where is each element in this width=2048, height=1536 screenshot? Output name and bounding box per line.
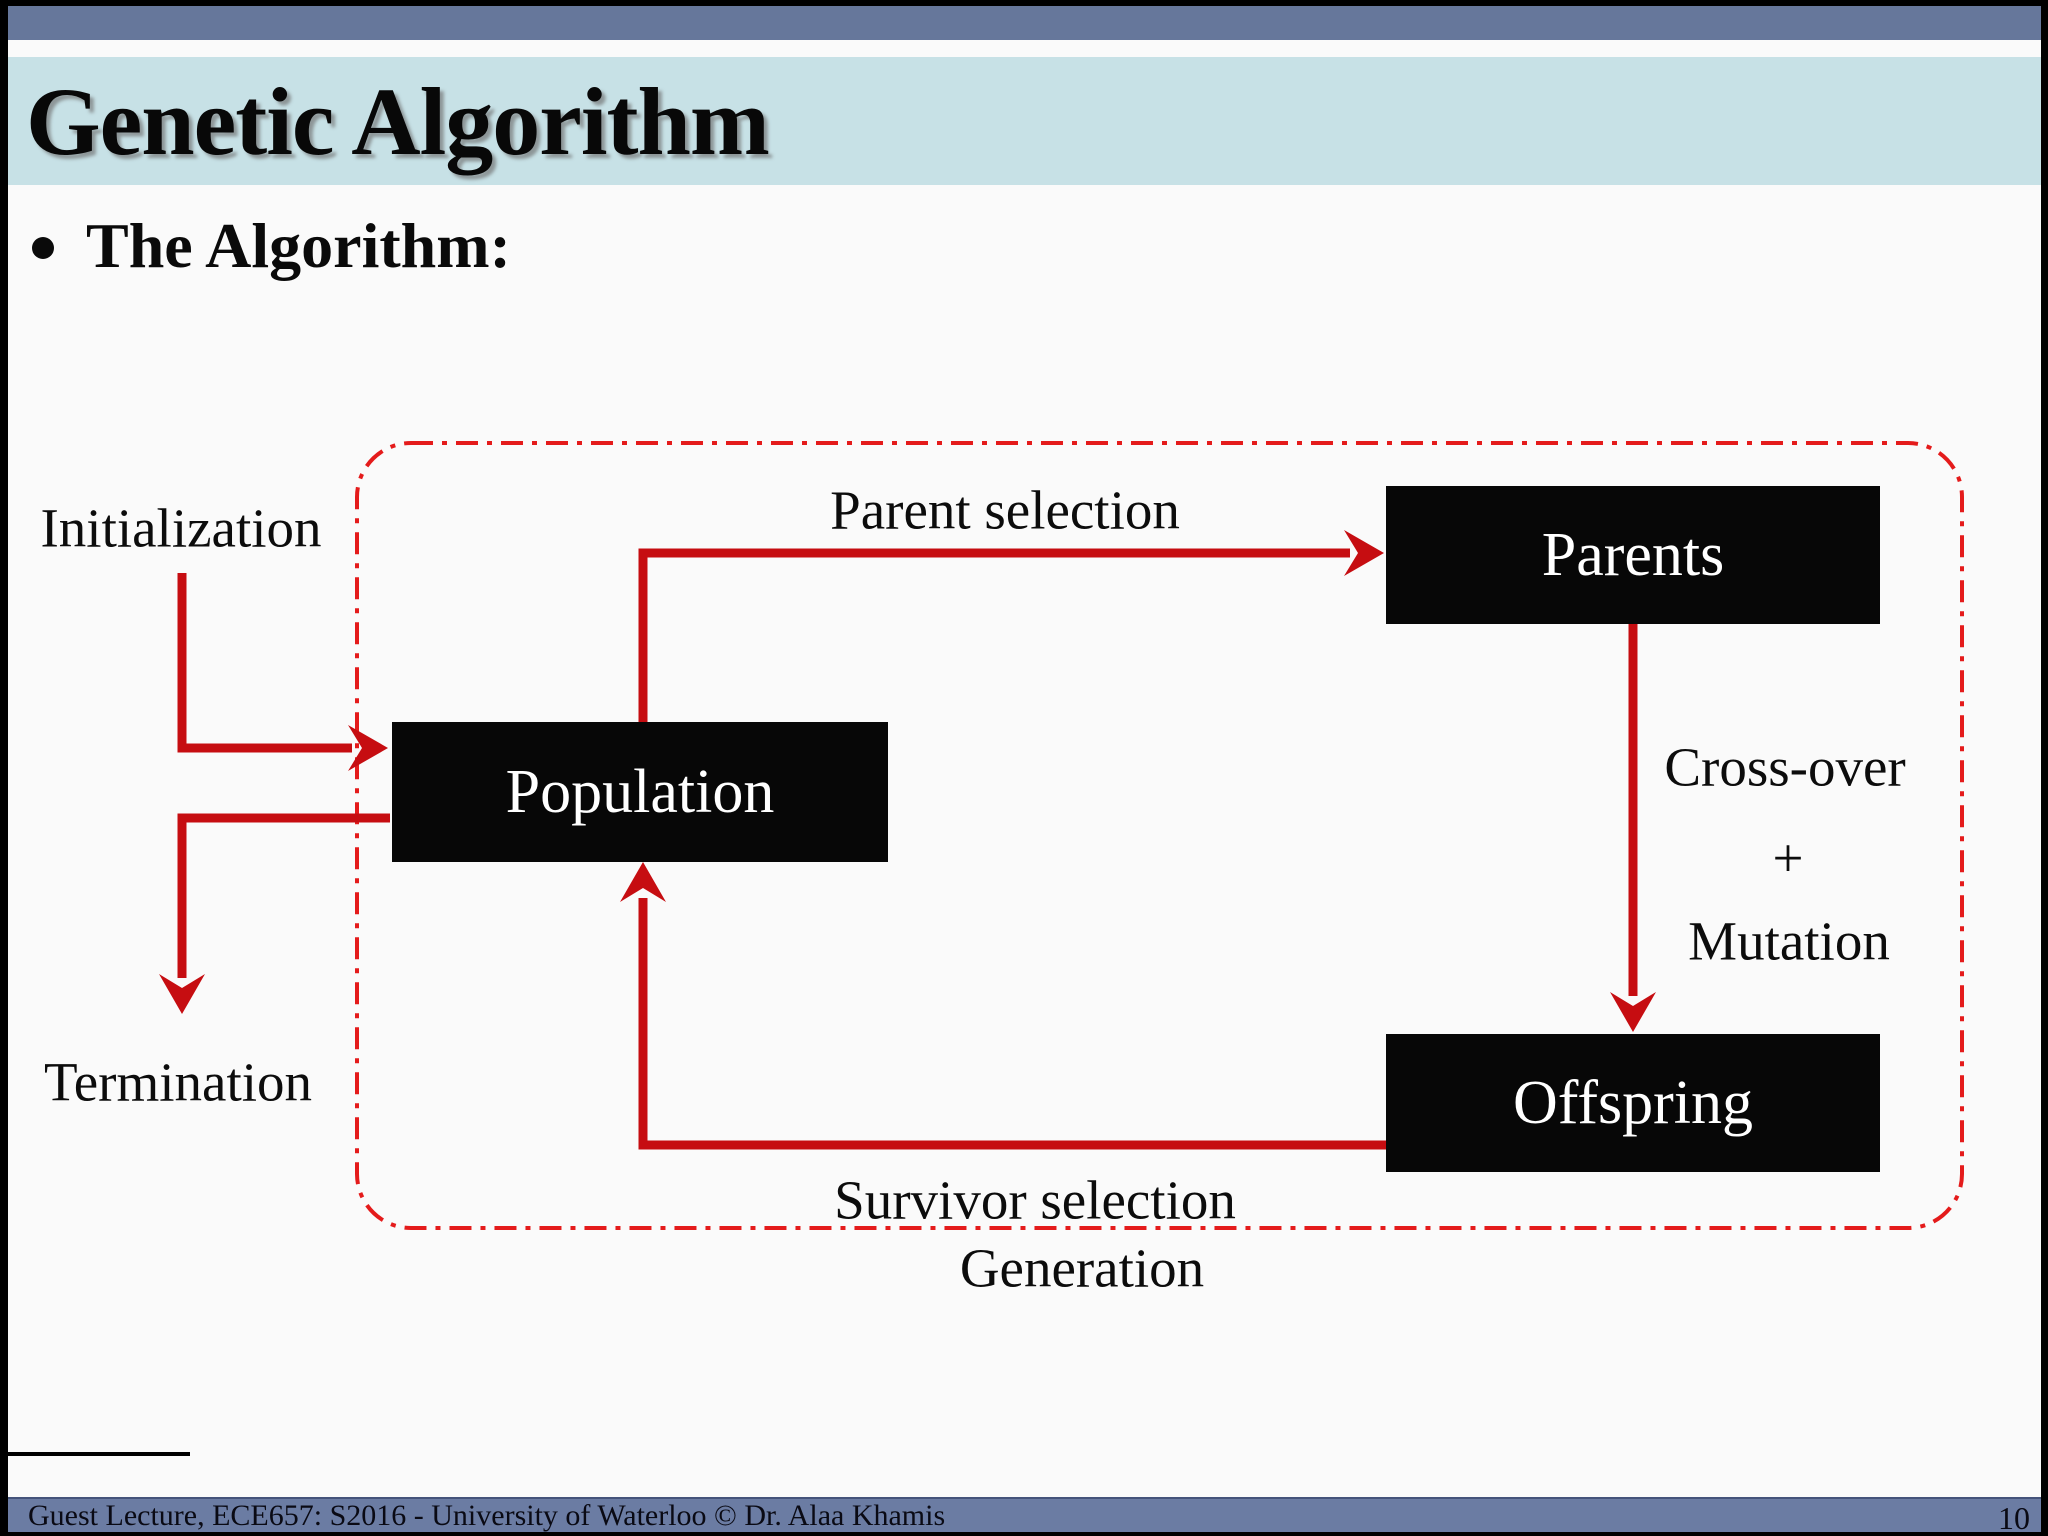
footer-bar: Guest Lecture, ECE657: S2016 - Universit… — [0, 1497, 2048, 1536]
placeholder-edge-line — [0, 1452, 190, 1456]
top-accent-bar — [0, 6, 2048, 40]
node-population-label: Population — [505, 757, 775, 826]
label-initialization: Initialization — [40, 497, 322, 559]
label-plus: + — [1772, 827, 1804, 889]
footer-credit: Guest Lecture, ECE657: S2016 - Universit… — [28, 1498, 946, 1532]
parent-selection-arrow — [638, 530, 1384, 722]
crossover-mutation-arrow — [1610, 624, 1656, 1032]
node-population: Population — [392, 722, 888, 862]
label-crossover: Cross-over — [1664, 736, 1906, 798]
label-mutation: Mutation — [1688, 910, 1890, 972]
label-generation: Generation — [959, 1237, 1205, 1299]
page-number: 10 — [1998, 1500, 2030, 1536]
label-survivor-selection: Survivor selection — [834, 1169, 1236, 1231]
label-termination: Termination — [43, 1051, 313, 1113]
node-offspring: Offspring — [1386, 1034, 1880, 1172]
label-parent-selection: Parent selection — [830, 479, 1180, 541]
termination-arrow — [159, 813, 390, 1014]
survivor-selection-arrow — [620, 862, 1388, 1150]
slide-border-left — [0, 0, 8, 1536]
node-parents-label: Parents — [1541, 520, 1725, 589]
initialization-arrow — [177, 573, 388, 771]
slide-border-bottom — [0, 1532, 2048, 1536]
slide-title: Genetic Algorithm — [26, 67, 770, 175]
title-band: Genetic Algorithm — [0, 57, 2048, 185]
bullet-heading: The Algorithm: — [86, 210, 511, 281]
slide-border-right — [2041, 0, 2048, 1536]
generation-boundary — [355, 441, 1964, 1230]
bullet-icon — [32, 237, 54, 259]
bullet-row: The Algorithm: — [28, 206, 511, 286]
node-offspring-label: Offspring — [1513, 1068, 1753, 1137]
node-parents: Parents — [1386, 486, 1880, 624]
slide-border-top — [0, 0, 2048, 6]
